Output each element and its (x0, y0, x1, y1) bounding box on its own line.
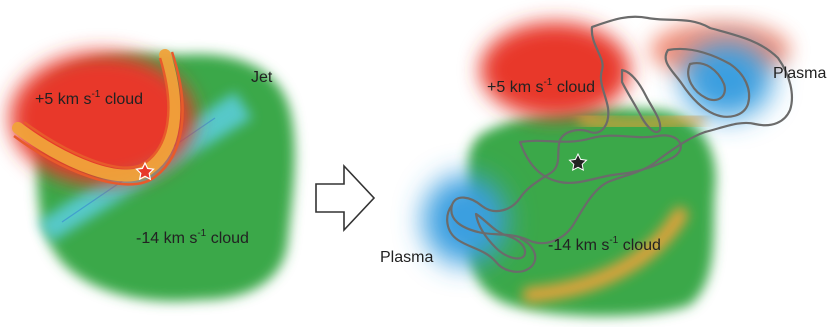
left-jet-label: Jet (251, 69, 273, 86)
left-pos-cloud-label: +5 km s-1 cloud (35, 89, 143, 108)
right-plasma-left-label: Plasma (380, 249, 433, 266)
left-neg-cloud-exp: -1 (197, 228, 206, 239)
left-panel: Jet +5 km s-1 cloud -14 km s-1 cloud (10, 49, 295, 302)
left-neg-cloud-suffix: cloud (206, 230, 249, 247)
right-orange-band-top (578, 111, 707, 132)
left-red-arc-inner (13, 51, 184, 186)
left-star-icon (135, 161, 155, 181)
right-plasma-top (682, 42, 772, 118)
right-red-cloud-left (480, 22, 630, 118)
right-star-icon (568, 152, 588, 172)
right-neg-cloud-suffix: cloud (618, 237, 661, 254)
right-arrow-icon (315, 163, 376, 233)
right-neg-cloud-label: -14 km s-1 cloud (548, 235, 661, 254)
right-pos-cloud-suffix: cloud (552, 79, 595, 96)
right-panel: Plasma Plasma +5 km s-1 cloud -14 km s-1… (380, 15, 826, 317)
right-neg-cloud-exp: -1 (609, 235, 618, 246)
left-neg-cloud-label: -14 km s-1 cloud (136, 228, 249, 247)
left-neg-cloud-value: -14 km s (136, 230, 197, 247)
right-orange-band-bottom (522, 207, 688, 303)
left-orange-arc (12, 49, 181, 182)
right-plasma-left (423, 175, 507, 265)
left-pos-cloud-value: +5 km s (35, 91, 91, 108)
right-plasma-top-label: Plasma (773, 65, 826, 82)
left-pos-cloud-suffix: cloud (100, 91, 143, 108)
right-contour-lines (446, 15, 794, 273)
right-neg-cloud-value: -14 km s (548, 237, 609, 254)
right-pos-cloud-value: +5 km s (487, 79, 543, 96)
left-pos-cloud-exp: -1 (91, 89, 100, 100)
right-pos-cloud-label: +5 km s-1 cloud (487, 77, 595, 96)
right-pos-cloud-exp: -1 (543, 77, 552, 88)
left-red-arc-outer (23, 57, 170, 169)
